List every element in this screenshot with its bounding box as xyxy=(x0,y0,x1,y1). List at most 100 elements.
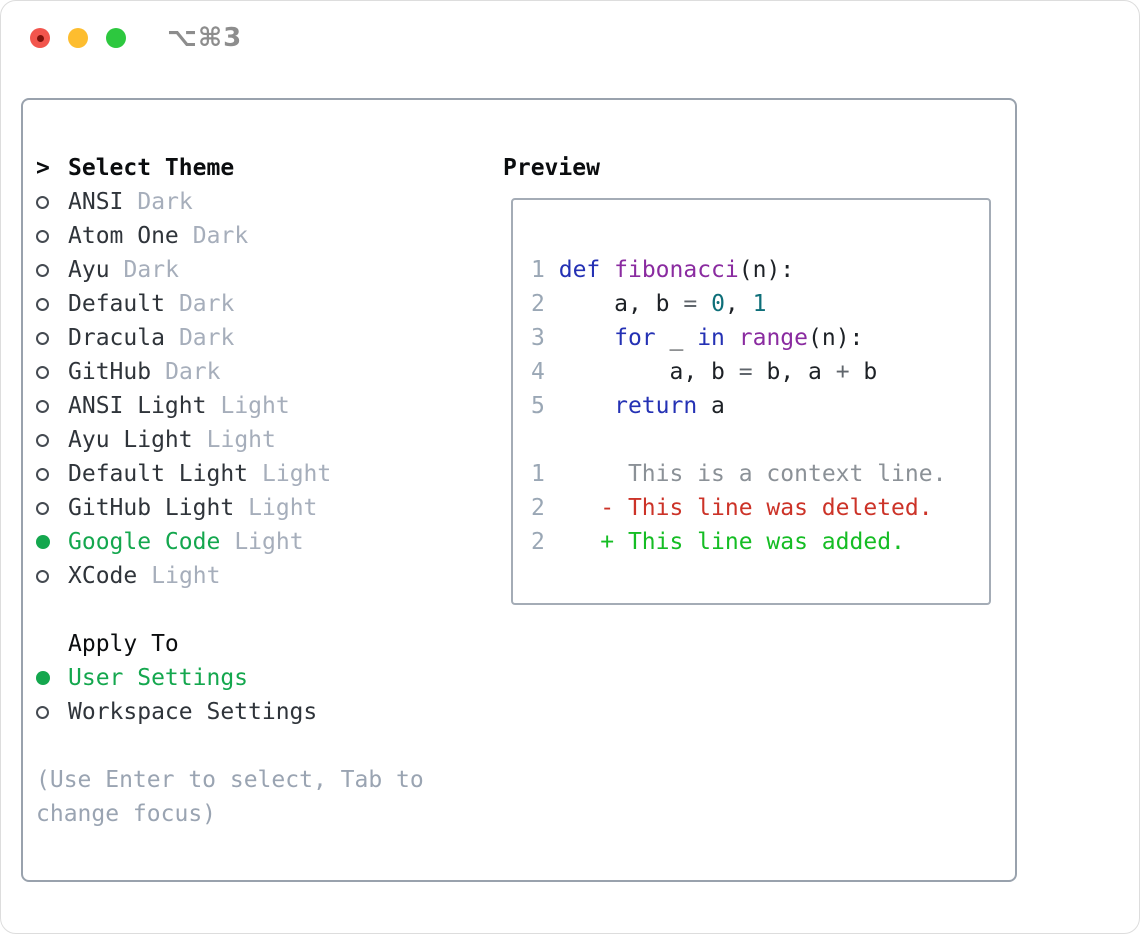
code-token: a, b xyxy=(544,359,739,385)
zoom-button[interactable] xyxy=(106,28,126,48)
option-label: GitHub xyxy=(68,359,152,385)
code-token xyxy=(697,291,711,317)
option-label: XCode xyxy=(68,563,138,589)
radio-icon xyxy=(36,705,49,719)
apply-option-user-settings[interactable]: User Settings xyxy=(36,661,424,695)
code-token xyxy=(600,257,614,283)
code-token xyxy=(545,529,600,555)
spacer xyxy=(36,729,424,763)
code-token xyxy=(545,461,628,487)
radio-icon xyxy=(36,331,49,345)
theme-option-ansi[interactable]: ANSI Dark xyxy=(36,185,424,219)
code-token: range xyxy=(738,325,809,351)
code-token: + xyxy=(835,359,850,385)
theme-variant-label: Light xyxy=(248,495,318,521)
theme-list-title: Select Theme xyxy=(68,155,235,181)
radio-icon xyxy=(36,569,49,583)
apply-to-header-row: Apply To xyxy=(36,627,424,661)
code-token: a xyxy=(697,393,725,419)
option-label: Default xyxy=(68,291,165,317)
preview-line: 1 This is a context line. xyxy=(531,457,989,491)
theme-variant-label: Dark xyxy=(192,223,249,249)
radio-icon xyxy=(36,399,49,413)
hint-text-line1: (Use Enter to select, Tab to xyxy=(36,767,424,793)
theme-list-header-row: > Select Theme xyxy=(36,151,424,185)
code-token: (n): xyxy=(808,325,864,351)
marker-cell xyxy=(36,195,68,209)
option-label: Google Code xyxy=(68,529,221,555)
theme-variant-label: Light xyxy=(262,461,332,487)
radio-icon xyxy=(36,229,49,243)
spacer xyxy=(36,593,424,627)
code-token: in xyxy=(697,325,725,351)
theme-option-ansi-light[interactable]: ANSI Light Light xyxy=(36,389,424,423)
code-token: b, a xyxy=(752,359,836,385)
code-token: b xyxy=(849,359,878,385)
theme-option-default-light[interactable]: Default Light Light xyxy=(36,457,424,491)
code-token: = xyxy=(683,291,698,317)
radio-icon xyxy=(36,501,49,515)
option-label: ANSI xyxy=(68,189,124,215)
option-label: ANSI Light xyxy=(68,393,207,419)
apply-option-workspace-settings[interactable]: Workspace Settings xyxy=(36,695,424,729)
option-label: Workspace Settings xyxy=(68,699,318,725)
theme-variant-label: Light xyxy=(151,563,221,589)
marker-cell xyxy=(36,705,68,719)
code-token: , xyxy=(724,291,753,317)
code-token: for xyxy=(614,325,656,351)
marker-cell xyxy=(36,331,68,345)
theme-variant-label: Light xyxy=(220,393,290,419)
option-label: Ayu xyxy=(68,257,110,283)
preview-line: 2 - This line was deleted. xyxy=(531,491,989,525)
code-token: 2 xyxy=(531,529,545,555)
code-token: 3 xyxy=(531,325,545,351)
code-token: _ xyxy=(655,325,698,351)
theme-option-xcode[interactable]: XCode Light xyxy=(36,559,424,593)
code-token: return xyxy=(614,393,698,419)
theme-option-github-light[interactable]: GitHub Light Light xyxy=(36,491,424,525)
code-token: def xyxy=(558,257,601,283)
code-token: 1 xyxy=(531,257,545,283)
code-token xyxy=(725,325,739,351)
marker-cell xyxy=(36,569,68,583)
code-token: (n): xyxy=(738,257,795,283)
radio-icon xyxy=(36,365,49,379)
minimize-button[interactable] xyxy=(68,28,88,48)
code-token: + This line was added. xyxy=(600,529,905,555)
apply-to-title: Apply To xyxy=(68,631,179,657)
marker-cell xyxy=(36,263,68,277)
option-label: Default Light xyxy=(68,461,249,487)
code-token: 1 xyxy=(531,461,545,487)
marker-cell xyxy=(36,365,68,379)
marker-cell xyxy=(36,535,68,549)
theme-variant-label: Dark xyxy=(178,325,235,351)
radio-icon xyxy=(36,195,49,209)
close-button-dot-icon xyxy=(36,34,44,42)
option-label: GitHub Light xyxy=(68,495,235,521)
close-button[interactable] xyxy=(30,28,50,48)
marker-cell xyxy=(36,297,68,311)
preview-line: 2 + This line was added. xyxy=(531,525,989,559)
theme-option-default[interactable]: Default Dark xyxy=(36,287,424,321)
marker-cell xyxy=(36,671,68,685)
marker-cell xyxy=(36,467,68,481)
code-token: 2 xyxy=(531,291,545,317)
titlebar-traffic-lights xyxy=(30,28,126,48)
preview-title: Preview xyxy=(503,155,600,181)
theme-variant-label: Dark xyxy=(137,189,193,215)
theme-variant-label: Dark xyxy=(178,291,235,317)
code-token: 5 xyxy=(531,393,545,419)
selection-caret-icon: > xyxy=(36,155,50,181)
